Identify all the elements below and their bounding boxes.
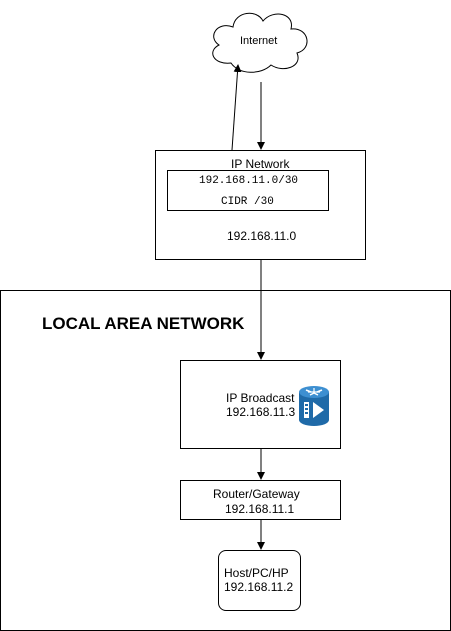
broadcast-address: 192.168.11.3 [226, 405, 296, 419]
internet-label: Internet [240, 35, 278, 47]
host-label: Host/PC/HP [224, 566, 289, 580]
ip-network-address: 192.168.11.0 [227, 229, 297, 243]
subnet-text: 192.168.11.0/30 [199, 175, 299, 187]
subnet-box [167, 170, 329, 211]
gateway-label: Router/Gateway [213, 487, 300, 501]
gateway-address: 192.168.11.1 [225, 502, 295, 516]
gateway-box [180, 480, 341, 520]
host-box [218, 550, 301, 611]
router-icon [299, 386, 329, 426]
lan-title: LOCAL AREA NETWORK [42, 314, 245, 333]
ip-network-title: IP Network [231, 157, 290, 171]
host-address: 192.168.11.2 [224, 580, 294, 594]
cidr-text: CIDR /30 [221, 196, 274, 208]
broadcast-label: IP Broadcast [226, 391, 295, 405]
internet-cloud-icon [212, 12, 308, 73]
uplink-arrow [231, 64, 242, 151]
